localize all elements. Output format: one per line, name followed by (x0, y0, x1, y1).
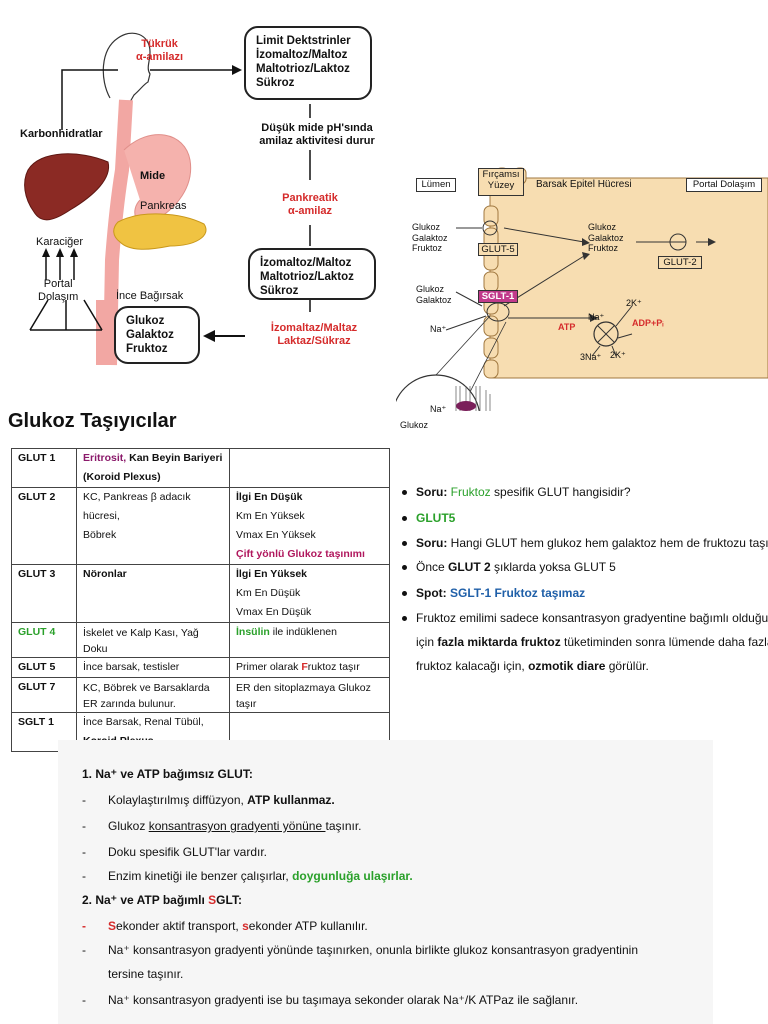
small-intestine-label: İnce Bağırsak (116, 290, 184, 302)
transporter-tissue: Eritrosit, Kan Beyin Bariyeri (Koroid Pl… (76, 448, 230, 488)
list-item: -Kolaylaştırılmış diffüzyon, ATP kullanm… (82, 793, 335, 807)
lumen-label: Lümen (416, 178, 456, 192)
head-outline (102, 32, 151, 103)
list-item: -Glukoz konsantrasyon gradyenti yönüne t… (82, 819, 362, 833)
table-row: GLUT 5 İnce barsak, testisler Primer ola… (11, 657, 390, 678)
potassium-top-label: 2K⁺ (626, 298, 642, 308)
sodium-3-label: 3Na⁺ (580, 352, 602, 362)
list-item-continued: tersine taşınır. (108, 967, 184, 981)
atp-label: ATP (558, 322, 576, 332)
transporter-name: GLUT 1 (11, 448, 77, 488)
transporter-name: GLUT 5 (11, 657, 77, 678)
transporter-tissue: İnce barsak, testisler (76, 657, 230, 678)
liver (24, 153, 110, 221)
digestion-illustration (24, 32, 311, 366)
portal-circulation-box: Portal Dolaşım (686, 178, 762, 192)
transporter-name: GLUT 2 (11, 487, 77, 565)
list-item: Spot: SGLT-1 Fruktoz taşımaz (402, 581, 768, 607)
lumen-sodium-label: Na⁺ (430, 324, 447, 334)
enterocyte-illustration (396, 167, 768, 411)
transporter-name: GLUT 7 (11, 677, 77, 713)
liver-label: Karaciğer (36, 236, 84, 248)
sglt-heading: 2. Na⁺ ve ATP bağımlı SGLT: (82, 893, 242, 907)
transporter-note: Primer olarak Fruktoz taşır (229, 657, 390, 678)
pancreas-label: Pankreas (140, 200, 187, 212)
pancreas (113, 213, 207, 250)
list-item: -Na⁺ konsantrasyon gradyenti yönünde taş… (82, 943, 638, 957)
list-item: -Enzim kinetiği ile benzer çalışırlar, d… (82, 869, 413, 883)
list-item: -Sekonder aktif transport, sekonder ATP … (82, 919, 368, 933)
epithelial-cell-label: Barsak Epitel Hücresi (536, 179, 632, 190)
list-item: Önce GLUT 2 şıklarda yoksa GLUT 5 (402, 555, 768, 581)
potassium-bottom-label: 2K⁺ (610, 350, 626, 360)
sglt1-transporter-label: SGLT-1 (478, 290, 518, 303)
stomach-label: Mide (140, 170, 166, 182)
transporter-tissue: Nöronlar (76, 564, 230, 623)
zoom-glucose-label: Glukoz (400, 420, 429, 430)
glut5-transporter-label: GLUT-5 (478, 243, 518, 256)
cell-sodium-label: Na⁺ (588, 312, 605, 322)
transporter-name: GLUT 4 (11, 622, 77, 658)
qa-list: Soru: Fruktoz spesifik GLUT hangisidir? … (394, 480, 768, 678)
transporter-note: İnsülin ile indüklenen (229, 622, 390, 658)
table-row: GLUT 1 Eritrosit, Kan Beyin Bariyeri (Ko… (11, 448, 390, 488)
transporter-name: GLUT 3 (11, 564, 77, 623)
transport-types-section: 1. Na⁺ ve ATP bağımsız GLUT: -Kolaylaştı… (58, 740, 713, 1024)
glucose-transporters-table: GLUT 1 Eritrosit, Kan Beyin Bariyeri (Ko… (11, 448, 390, 752)
zoom-sodium-label: Na⁺ (430, 404, 447, 414)
adp-label: ADP+Pᵢ (632, 318, 664, 328)
esophagus (103, 99, 133, 366)
transporter-note (229, 448, 390, 488)
list-item: -Doku spesifik GLUT'lar vardır. (82, 845, 268, 859)
list-item: GLUT5 (402, 506, 768, 532)
list-item: Fruktoz emilimi sadece konsantrasyon gra… (402, 606, 768, 678)
section-heading: Glukoz Taşıyıcılar (8, 410, 177, 432)
glut-heading: 1. Na⁺ ve ATP bağımsız GLUT: (82, 767, 253, 781)
carbohydrates-label: Karbonhidratlar (20, 128, 103, 140)
list-item: Soru: Hangi GLUT hem glukoz hem galaktoz… (402, 531, 768, 555)
glut2-transporter-label: GLUT-2 (658, 256, 702, 269)
list-item: Soru: Fruktoz spesifik GLUT hangisidir? (402, 480, 768, 506)
list-item: -Na⁺ konsantrasyon gradyenti ise bu taşı… (82, 993, 579, 1007)
